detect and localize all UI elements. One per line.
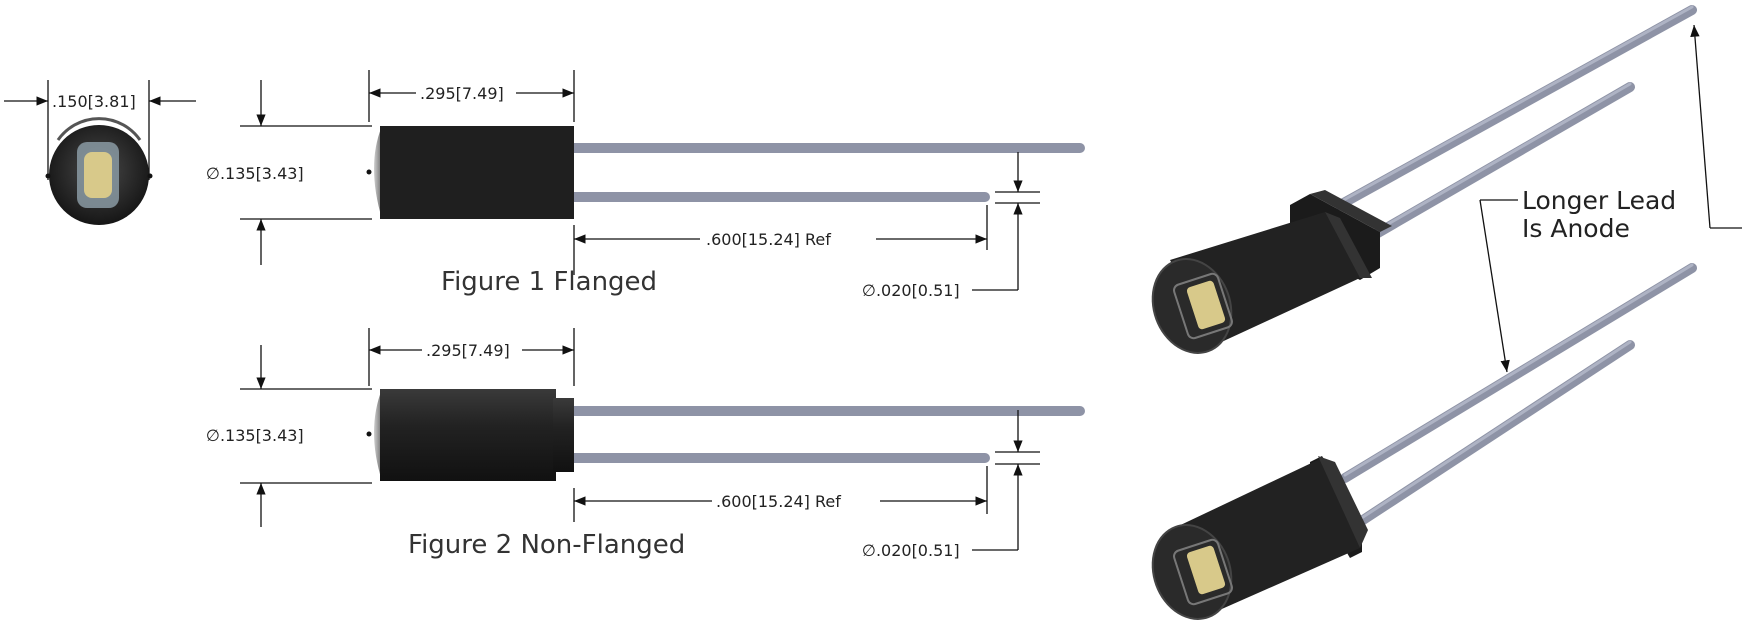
isometric-view-non-flanged: [1151, 263, 1697, 620]
figure-2-lead-length-dimension: .600[15.24] Ref: [573, 466, 988, 522]
led-body: [380, 126, 574, 219]
figure-2-caption: Figure 2 Non-Flanged: [408, 530, 685, 560]
figure-1-lead-length-dimension: .600[15.24] Ref: [573, 205, 988, 275]
figure-1-diameter-dimension: ∅.135[3.43]: [206, 80, 372, 265]
figure-2-diameter-dimension: ∅.135[3.43]: [206, 345, 372, 527]
led-body-step: [553, 398, 574, 472]
long-lead: [1335, 5, 1697, 210]
lens-icon: [1186, 545, 1226, 595]
long-lead: [1340, 263, 1697, 483]
led-body: [380, 389, 556, 481]
figure-2-non-flanged: .295[7.49] ∅.135[3.43] .600[15.24] Ref ∅…: [206, 328, 1085, 560]
figure-1-length-label: .295[7.49]: [420, 84, 504, 103]
figure-2-lead-length-label: .600[15.24] Ref: [716, 492, 841, 511]
short-lead: [1340, 82, 1635, 257]
isometric-view-flanged: [1151, 5, 1697, 354]
figure-2-lead-diameter-label: ∅.020[0.51]: [862, 541, 960, 560]
lens-icon: [84, 152, 112, 198]
figure-2-diameter-label: ∅.135[3.43]: [206, 426, 304, 445]
short-lead: [1355, 340, 1635, 527]
figure-1-lead-diameter-label: ∅.020[0.51]: [862, 281, 960, 300]
end-view-width-dimension: .150[3.81]: [4, 80, 196, 180]
callout-line-2: Is Anode: [1522, 214, 1630, 243]
anode-callout: Longer Lead Is Anode: [1479, 24, 1742, 373]
figure-1-caption: Figure 1 Flanged: [441, 267, 657, 297]
figure-1-length-dimension: .295[7.49]: [368, 70, 575, 122]
lens-icon: [1186, 280, 1226, 330]
led-end-face: [45, 117, 153, 225]
figure-1-lead-diameter-dimension: ∅.020[0.51]: [862, 152, 1040, 300]
end-view: .150[3.81]: [4, 80, 196, 225]
figure-1-lead-length-label: .600[15.24] Ref: [706, 230, 831, 249]
figure-2-length-label: .295[7.49]: [426, 341, 510, 360]
figure-1-flanged: .295[7.49] ∅.135[3.43] .600[15.24] Ref ∅…: [206, 70, 1085, 300]
end-view-width-label: .150[3.81]: [52, 92, 136, 111]
figure-2-length-dimension: .295[7.49]: [368, 328, 575, 386]
figure-2-lead-diameter-dimension: ∅.020[0.51]: [862, 410, 1040, 560]
figure-1-diameter-label: ∅.135[3.43]: [206, 164, 304, 183]
callout-line-1: Longer Lead: [1522, 186, 1676, 215]
